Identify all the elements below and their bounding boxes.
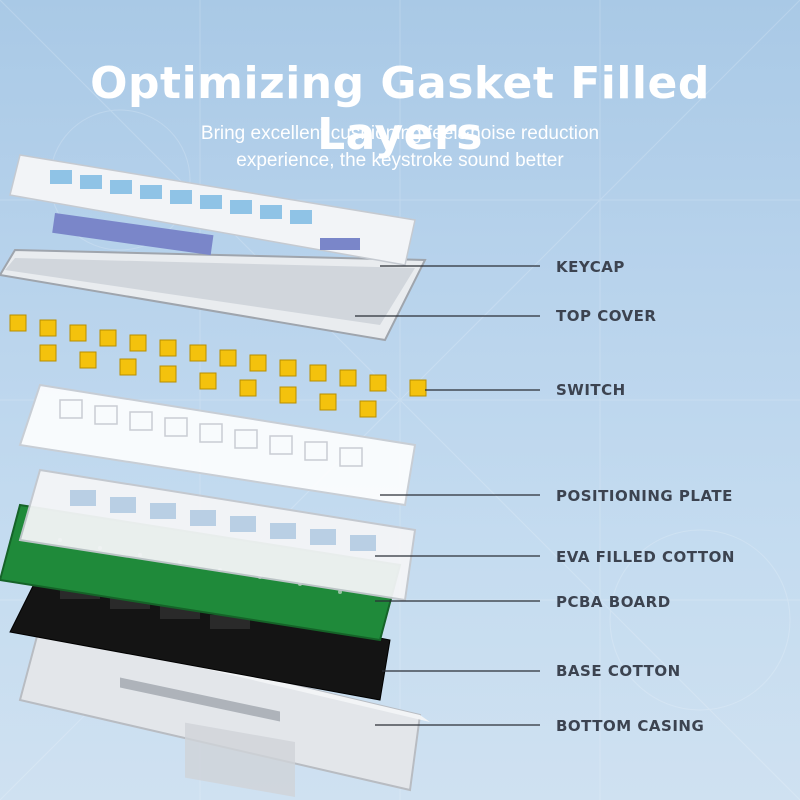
keycap-layer <box>9 154 416 266</box>
label-base-cotton: BASE COTTON <box>556 662 681 680</box>
page-title: Optimizing Gasket Filled Layers <box>90 58 710 160</box>
leader-lines <box>355 265 540 726</box>
positioning-plate-layer <box>18 383 417 507</box>
bottom-casing-layer <box>18 623 430 798</box>
subtitle-line-2: experience, the keystroke sound better <box>236 150 564 171</box>
label-positioning-plate: POSITIONING PLATE <box>556 487 733 505</box>
subtitle-line-1: Bring excellent cushioning feel&noise re… <box>200 123 600 144</box>
page-subtitle: Bring excellent cushioning feel&noise re… <box>0 120 800 174</box>
label-bottom-casing: BOTTOM CASING <box>556 717 705 735</box>
label-switch: SWITCH <box>556 381 626 399</box>
switch-layer <box>9 314 427 418</box>
label-keycap: KEYCAP <box>556 258 625 276</box>
label-eva-filled-cotton: EVA FILLED COTTON <box>556 548 735 566</box>
eva-cotton-layer <box>18 468 417 602</box>
top-cover-layer <box>0 248 427 342</box>
label-pcba-board: PCBA BOARD <box>556 593 671 611</box>
label-top-cover: TOP COVER <box>556 307 657 325</box>
